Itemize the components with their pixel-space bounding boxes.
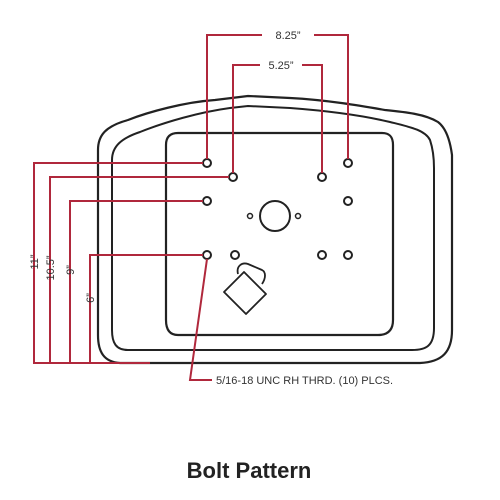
- seat-outline: [96, 94, 454, 365]
- bolt-hole: [202, 158, 212, 168]
- dimension-lines: [33, 34, 349, 381]
- dim-line-9: [69, 200, 203, 363]
- seat-outer-edge: [96, 94, 454, 365]
- dim-line-8-25-right: [314, 34, 349, 159]
- dim-line-8-25: [206, 34, 262, 159]
- dim-label-8-25: 8.25”: [275, 30, 300, 42]
- dim-line-10-5: [49, 176, 229, 363]
- thread-note: 5/16-18 UNC RH THRD. (10) PLCS.: [216, 375, 393, 387]
- seat-adjust-lever: [223, 262, 267, 315]
- dim-line-6: [89, 254, 203, 363]
- dim-line-11: [33, 162, 203, 364]
- bolt-hole: [202, 196, 212, 206]
- bolt-holes: [202, 158, 353, 260]
- center-hole: [259, 200, 291, 232]
- dim-label-10-5: 10.5”: [45, 255, 57, 280]
- bolt-hole: [343, 158, 353, 168]
- bolt-hole: [343, 196, 353, 206]
- bolt-hole: [202, 250, 212, 260]
- dim-label-6: 6”: [85, 293, 97, 303]
- dim-line-5-25-right: [302, 64, 323, 173]
- dim-label-5-25: 5.25”: [268, 60, 293, 72]
- bolt-hole: [317, 172, 327, 182]
- page-title: Bolt Pattern: [187, 458, 312, 483]
- bolt-hole: [343, 250, 353, 260]
- note-leader: [188, 258, 212, 381]
- lever-body: [223, 271, 267, 315]
- seat-inner-edge: [111, 105, 435, 351]
- center-pin-right: [294, 212, 302, 220]
- bolt-hole: [317, 250, 327, 260]
- lever-knob: [236, 262, 266, 285]
- bolt-hole: [228, 172, 238, 182]
- seat-pan-plate: [164, 131, 395, 337]
- dim-line-5-25: [232, 64, 260, 173]
- dim-label-9: 9”: [65, 265, 77, 275]
- center-pin-left: [246, 212, 254, 220]
- bolt-hole: [230, 250, 240, 260]
- dim-label-11: 11”: [29, 254, 41, 269]
